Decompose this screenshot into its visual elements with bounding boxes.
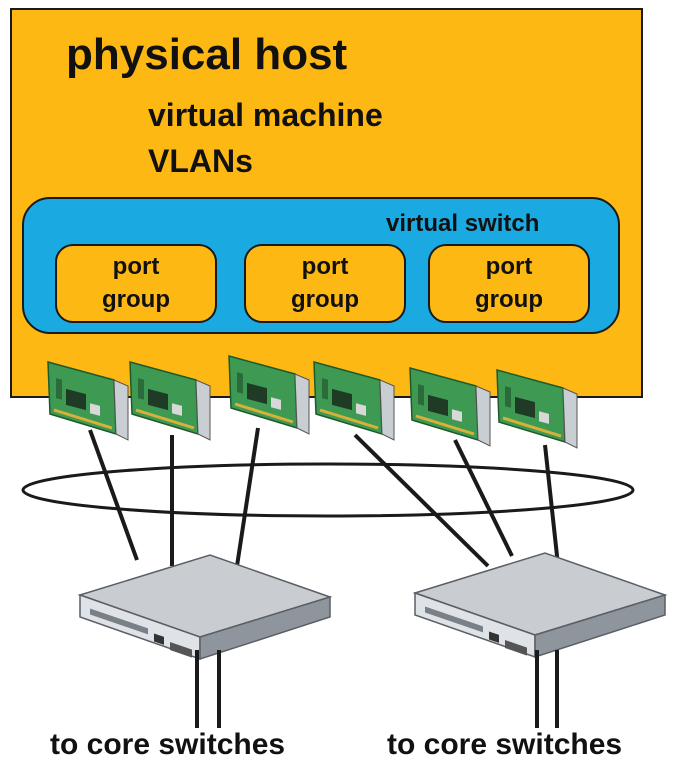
port-group-3-line2: group bbox=[475, 285, 543, 313]
core-switches-label-right: to core switches bbox=[387, 728, 623, 761]
network-card-icon bbox=[46, 360, 130, 442]
network-card-icon bbox=[312, 360, 396, 442]
cable-nic3-switch1 bbox=[235, 427, 260, 567]
port-group-3-line1: port bbox=[485, 253, 533, 281]
physical-switch-icon bbox=[79, 554, 331, 660]
network-card-icon bbox=[495, 368, 579, 450]
virtual-machine-label: virtual machine bbox=[148, 97, 383, 133]
port-group-1-line1: port bbox=[112, 253, 160, 281]
port-group-1-line2: group bbox=[102, 285, 170, 313]
port-group-2: port group bbox=[244, 244, 406, 323]
cable-nic4-switch2 bbox=[353, 433, 490, 568]
network-card-icon bbox=[408, 366, 492, 448]
cable-nic6-switch2 bbox=[543, 444, 560, 566]
port-group-3: port group bbox=[428, 244, 590, 323]
port-group-2-line1: port bbox=[301, 253, 349, 281]
network-card-icon bbox=[227, 354, 311, 436]
cable-nic5-switch2 bbox=[453, 439, 514, 557]
core-switches-label-left: to core switches bbox=[50, 728, 286, 761]
physical-switch-icon bbox=[414, 552, 666, 658]
port-group-2-line2: group bbox=[291, 285, 359, 313]
cable-nic1-switch1 bbox=[88, 429, 139, 561]
port-group-1: port group bbox=[55, 244, 217, 323]
vlans-label: VLANs bbox=[148, 143, 253, 179]
nic-team-ellipse bbox=[21, 462, 635, 518]
virtual-switch-label: virtual switch bbox=[386, 210, 540, 237]
network-card-icon bbox=[128, 360, 212, 442]
physical-host-label: physical host bbox=[66, 30, 348, 79]
